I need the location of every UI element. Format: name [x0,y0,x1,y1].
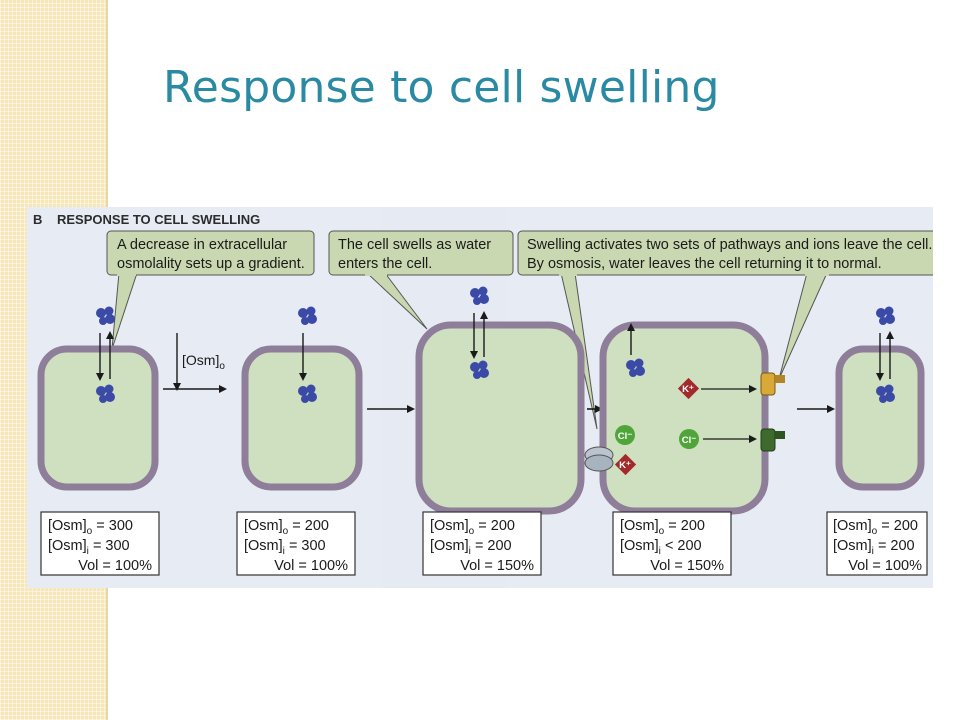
potassium-label: K⁺ [682,384,694,395]
osm-i-value: [Osm]i = 200 [430,538,512,557]
panel-letter: B [33,212,42,227]
osm-i-value: [Osm]i = 200 [833,538,915,557]
callout-pathways-line-1: Swelling activates two sets of pathways … [527,237,932,253]
volume-value: Vol = 150% [650,558,724,574]
cell-stage-4: Cl⁻ K⁺ K⁺ Cl⁻ [584,321,785,515]
cell-stage-3 [415,286,585,515]
osm-o-value: [Osm]o = 200 [833,518,918,537]
slide-title: Response to cell swelling [163,62,720,113]
callout-gradient-line-1: A decrease in extracellular [117,237,287,253]
decrease-osm-arrow: [Osm]o [163,333,227,393]
values-box-2: [Osm]o = 200 [Osm]i = 300 Vol = 100% [236,511,356,576]
osm-o-value: [Osm]o = 300 [48,518,133,537]
cell-stage-1 [37,306,159,491]
osm-o-value: [Osm]o = 200 [620,518,705,537]
values-box-4: [Osm]o = 200 [Osm]i < 200 Vol = 150% [612,511,732,576]
volume-value: Vol = 100% [78,558,152,574]
cotransporter-icon [584,446,614,472]
values-box-3: [Osm]o = 200 [Osm]i = 200 Vol = 150% [422,511,542,576]
callout-water-enters: The cell swells as water enters the cell… [328,230,514,330]
potassium-label: K⁺ [619,460,631,471]
callout-water-line-2: enters the cell. [338,256,432,272]
osm-i-value: [Osm]i = 300 [48,538,130,557]
values-box-1: [Osm]o = 300 [Osm]i = 300 Vol = 100% [40,511,160,576]
cell-stage-5 [835,306,925,491]
callout-water-line-1: The cell swells as water [338,237,491,253]
osm-o-value: [Osm]o = 200 [244,518,329,537]
osm-i-value: [Osm]i < 200 [620,538,702,557]
callout-gradient: A decrease in extracellular osmolality s… [106,230,315,350]
values-box-5: [Osm]o = 200 [Osm]i = 200 Vol = 100% [826,511,928,576]
potassium-channel-icon [760,372,785,396]
swelling-figure: B RESPONSE TO CELL SWELLING A decrease i… [27,207,933,588]
chloride-channel-icon [760,428,785,452]
volume-value: Vol = 100% [848,558,922,574]
volume-value: Vol = 100% [274,558,348,574]
volume-value: Vol = 150% [460,558,534,574]
osm-o-value: [Osm]o = 200 [430,518,515,537]
callout-gradient-line-2: osmolality sets up a gradient. [117,256,305,272]
osm-i-value: [Osm]i = 300 [244,538,326,557]
figure-canvas: B RESPONSE TO CELL SWELLING A decrease i… [27,207,933,588]
chloride-label: Cl⁻ [682,435,697,446]
callout-pathways-line-2: By osmosis, water leaves the cell return… [527,256,882,272]
potassium-ion-icon [614,453,637,476]
chloride-label: Cl⁻ [618,431,633,442]
osm-o-label: [Osm]o [182,352,225,372]
chloride-ion-icon [615,425,635,445]
panel-title: RESPONSE TO CELL SWELLING [57,212,260,227]
potassium-ion-icon [677,377,700,400]
chloride-ion-icon [679,429,699,449]
cell-stage-2 [241,306,363,491]
